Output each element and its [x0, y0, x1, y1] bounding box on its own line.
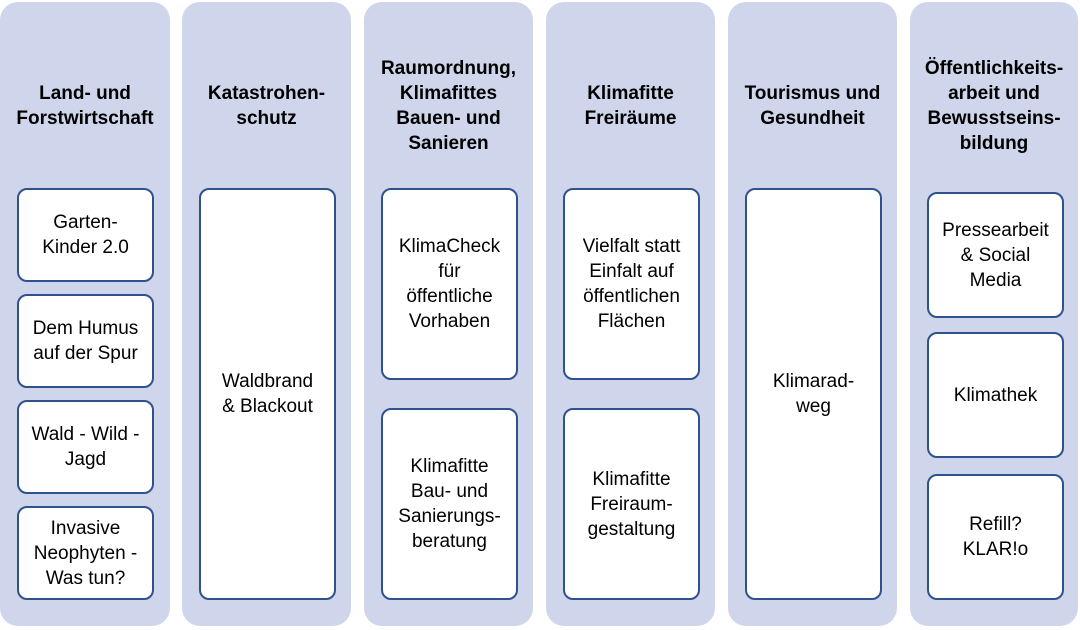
- item-box: Dem Humus auf der Spur: [17, 294, 154, 388]
- item-box: Wald - Wild - Jagd: [17, 400, 154, 494]
- item-box: Klimafitte Freiraum- gestaltung: [563, 408, 700, 600]
- item-box: Klimarad- weg: [745, 188, 882, 600]
- column-raumordnung: Raumordnung, Klimafittes Bauen- und Sani…: [364, 2, 533, 626]
- column-land-forstwirtschaft: Land- und Forstwirtschaft Garten- Kinder…: [0, 2, 170, 626]
- item-box: KlimaCheck für öffentliche Vorhaben: [381, 188, 518, 380]
- item-box: Pressearbeit & Social Media: [927, 192, 1064, 318]
- item-box: Klimafitte Bau- und Sanierungs- beratung: [381, 408, 518, 600]
- column-tourismus-gesundheit: Tourismus und Gesundheit Klimarad- weg: [728, 2, 897, 626]
- item-box: Vielfalt statt Einfalt auf öffentlichen …: [563, 188, 700, 380]
- column-title: Raumordnung, Klimafittes Bauen- und Sani…: [380, 58, 517, 154]
- column-title: Klimafitte Freiräume: [584, 83, 677, 129]
- column-title: Tourismus und Gesundheit: [744, 83, 881, 129]
- column-katastrophenschutz: Katastrohen- schutz Waldbrand & Blackout: [182, 2, 351, 626]
- item-box: Invasive Neophyten - Was tun?: [17, 506, 154, 600]
- column-klimafitte-freiraeume: Klimafitte Freiräume Vielfalt statt Einf…: [546, 2, 715, 626]
- column-title: Katastrohen- schutz: [207, 83, 326, 129]
- item-box: Klimathek: [927, 332, 1064, 458]
- column-title: Öffentlichkeits- arbeit und Bewusstseins…: [924, 58, 1064, 154]
- item-box: Waldbrand & Blackout: [199, 188, 336, 600]
- column-title: Land- und Forstwirtschaft: [16, 83, 154, 129]
- column-oeffentlichkeitsarbeit: Öffentlichkeits- arbeit und Bewusstseins…: [910, 2, 1078, 626]
- item-box: Refill? KLAR!o: [927, 474, 1064, 600]
- item-box: Garten- Kinder 2.0: [17, 188, 154, 282]
